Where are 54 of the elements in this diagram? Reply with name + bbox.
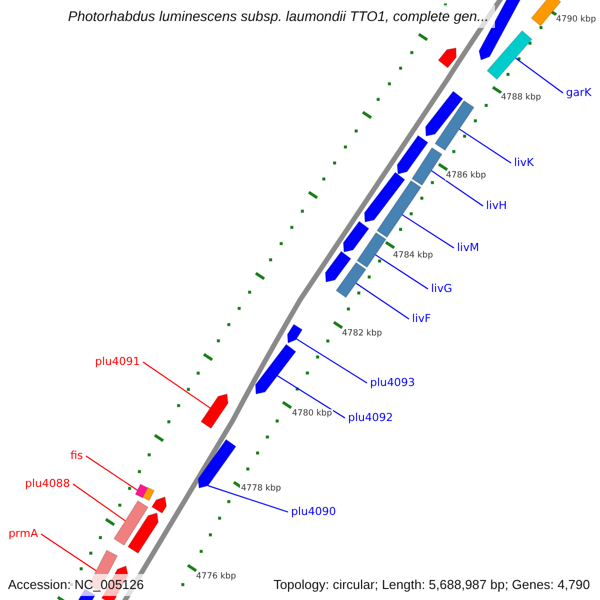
leader-line [277, 375, 346, 418]
gene-bar [411, 147, 443, 186]
gene-label: plu4091 [94, 356, 140, 368]
leader-line [72, 484, 126, 522]
gene-label: fis [70, 450, 83, 462]
gene-block [425, 90, 464, 136]
gene-block [200, 394, 228, 429]
leader-line [431, 170, 484, 206]
gene-label: livM [457, 242, 480, 254]
gene-block [324, 250, 352, 282]
gene-label: livK [514, 156, 534, 170]
leader-line [356, 282, 410, 320]
gene-block [198, 438, 236, 488]
gene-block [151, 496, 167, 514]
gene-label: plu4090 [291, 506, 336, 518]
scale-label: 4788 kbp [500, 93, 542, 103]
gene-bar [142, 486, 155, 502]
leader-line [515, 58, 564, 94]
leader-line [86, 456, 138, 491]
gene-block [364, 172, 406, 222]
gene-label: livF [412, 312, 431, 326]
gene-bar [113, 500, 149, 546]
leader-line [142, 362, 211, 408]
gene-label: livH [486, 200, 507, 212]
gene-bar [434, 100, 475, 151]
leader-line [375, 254, 428, 290]
scale-label: 4786 kbp [445, 171, 488, 181]
gene-label: plu4092 [348, 412, 394, 424]
gene-block [396, 134, 428, 174]
gene-bar [336, 262, 366, 298]
leader-line [296, 338, 368, 384]
scale-label: 4790 kbp [555, 15, 598, 25]
gene-label: livG [431, 282, 452, 296]
gene-bar [356, 232, 387, 268]
gene-block [255, 344, 296, 394]
leader-line [208, 485, 288, 513]
scale-label: 4784 kbp [392, 251, 434, 261]
gene-block [287, 324, 303, 344]
gene-bar [134, 484, 148, 498]
gene-bar [486, 30, 532, 80]
gene-block [342, 220, 370, 252]
scale-label: 4782 kbp [341, 329, 384, 339]
scale-label: 4780 kbp [291, 409, 334, 419]
gene-block [438, 48, 457, 68]
gene-label: prmA [8, 528, 38, 540]
gene-block [127, 512, 159, 554]
scale-label: 4776 kbp [195, 572, 238, 582]
gene-bar [376, 180, 422, 238]
gene-label: plu4093 [370, 376, 416, 390]
gene-label: garK [566, 86, 592, 100]
gene-label: plu4088 [24, 478, 70, 490]
leader-line [459, 128, 512, 164]
leader-line [40, 534, 96, 572]
scale-label: 4778 kbp [240, 484, 282, 494]
